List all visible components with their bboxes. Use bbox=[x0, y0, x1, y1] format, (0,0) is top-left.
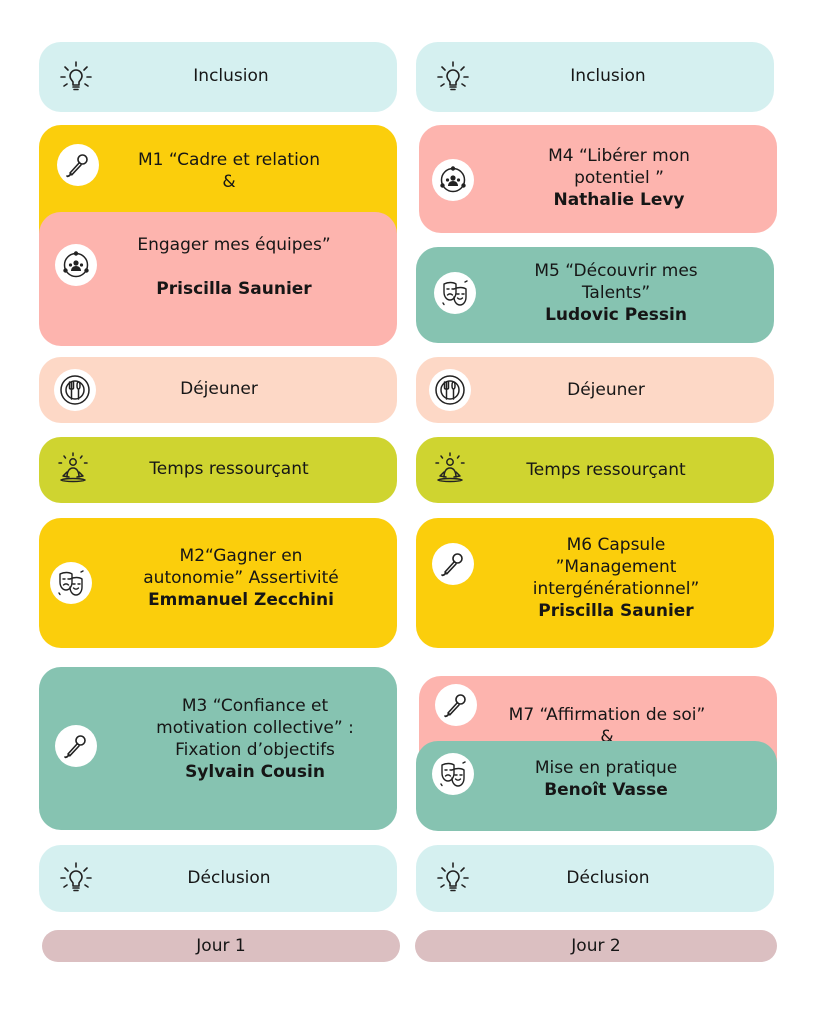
day1-label: Jour 1 bbox=[196, 936, 246, 956]
rest-label: Temps ressourçant bbox=[149, 459, 309, 479]
microphone-icon bbox=[57, 144, 99, 186]
microphone-icon bbox=[55, 725, 97, 767]
team-network-icon bbox=[55, 244, 97, 286]
lunch-label: Déjeuner bbox=[567, 380, 645, 400]
m4-card: M4 “Libérer mon potentiel ” Nathalie Lev… bbox=[419, 125, 777, 233]
theater-masks-icon bbox=[50, 562, 92, 604]
m6-text: M6 Capsule ”Management intergénérationne… bbox=[532, 535, 700, 621]
inclusion-card-day1: Inclusion bbox=[39, 42, 397, 112]
theater-masks-icon bbox=[432, 753, 474, 795]
m7-continuation-text: Mise en pratique Benoît Vasse bbox=[534, 758, 678, 800]
lunch-card-day2: Déjeuner bbox=[416, 357, 774, 423]
lightbulb-icon bbox=[432, 56, 474, 98]
m1-continuation-text: Engager mes équipes” Priscilla Saunier bbox=[137, 235, 331, 299]
m5-card: M5 “Découvrir mes Talents” Ludovic Pessi… bbox=[416, 247, 774, 343]
lightbulb-icon bbox=[55, 56, 97, 98]
plate-cutlery-icon bbox=[429, 369, 471, 411]
declusion-card-day1: Déclusion bbox=[39, 845, 397, 912]
lightbulb-icon bbox=[55, 857, 97, 899]
inclusion-card-day2: Inclusion bbox=[416, 42, 774, 112]
plate-cutlery-icon bbox=[54, 369, 96, 411]
day2-label: Jour 2 bbox=[571, 936, 621, 956]
day1-label-bar: Jour 1 bbox=[42, 930, 400, 962]
m2-card: M2“Gagner en autonomie” Assertivité Emma… bbox=[39, 518, 397, 648]
declusion-card-day2: Déclusion bbox=[416, 845, 774, 912]
m6-card: M6 Capsule ”Management intergénérationne… bbox=[416, 518, 774, 648]
day2-label-bar: Jour 2 bbox=[415, 930, 777, 962]
m1-text: M1 “Cadre et relation & bbox=[138, 150, 320, 192]
m3-text: M3 “Confiance et motivation collective” … bbox=[156, 696, 354, 782]
m1-continuation-card: Engager mes équipes” Priscilla Saunier bbox=[39, 212, 397, 346]
theater-masks-icon bbox=[434, 272, 476, 314]
m7-continuation-card: Mise en pratique Benoît Vasse bbox=[416, 741, 777, 831]
team-network-icon bbox=[432, 159, 474, 201]
declusion-label: Déclusion bbox=[187, 868, 271, 888]
lunch-card-day1: Déjeuner bbox=[39, 357, 397, 423]
lunch-label: Déjeuner bbox=[180, 379, 258, 399]
rest-card-day1: Temps ressourçant bbox=[39, 437, 397, 503]
rest-label: Temps ressourçant bbox=[526, 460, 686, 480]
declusion-label: Déclusion bbox=[566, 868, 650, 888]
inclusion-label: Inclusion bbox=[570, 66, 646, 86]
m2-text: M2“Gagner en autonomie” Assertivité Emma… bbox=[143, 546, 339, 610]
meditation-icon bbox=[429, 449, 471, 491]
lightbulb-icon bbox=[432, 857, 474, 899]
inclusion-label: Inclusion bbox=[193, 66, 269, 86]
m3-card: M3 “Confiance et motivation collective” … bbox=[39, 667, 397, 830]
microphone-icon bbox=[435, 684, 477, 726]
meditation-icon bbox=[52, 449, 94, 491]
rest-card-day2: Temps ressourçant bbox=[416, 437, 774, 503]
m4-text: M4 “Libérer mon potentiel ” Nathalie Lev… bbox=[548, 146, 690, 210]
m5-text: M5 “Découvrir mes Talents” Ludovic Pessi… bbox=[534, 261, 698, 325]
microphone-icon bbox=[432, 543, 474, 585]
